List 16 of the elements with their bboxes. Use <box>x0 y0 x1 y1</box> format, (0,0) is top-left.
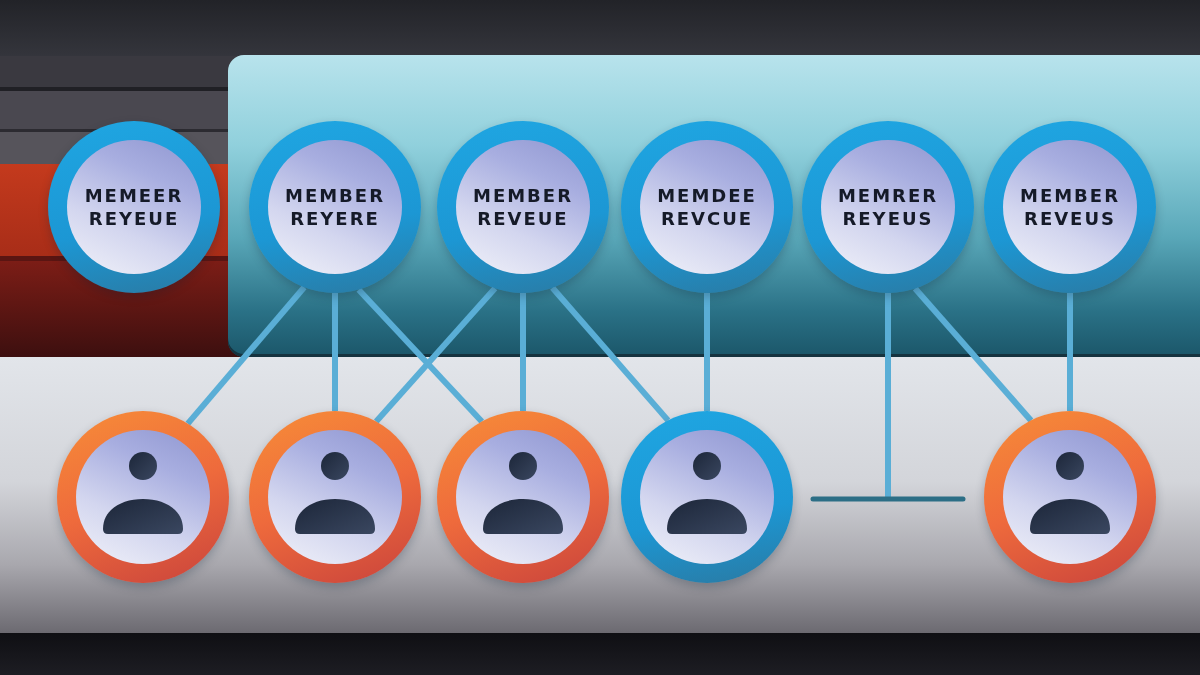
connector-line <box>704 293 710 411</box>
connector-line <box>185 285 307 426</box>
connector-line <box>1067 293 1073 411</box>
connector-line <box>810 293 966 502</box>
node-label: MEMBER REVEUE <box>472 183 574 231</box>
connector-line <box>356 287 484 424</box>
node-label: MEMBER REVEUS <box>1019 183 1121 231</box>
node-label: MEMEER REYEUE <box>83 183 185 231</box>
connector-line <box>912 286 1034 423</box>
connector-line <box>550 285 671 423</box>
connector-line <box>520 293 526 411</box>
node-label: MEMDEE REVCUE <box>656 183 758 231</box>
connector-line <box>332 293 338 411</box>
node-label: MEMRER REYEUS <box>836 183 940 231</box>
node-label: MEMBER REYERE <box>284 183 386 231</box>
connector-line <box>373 286 498 424</box>
